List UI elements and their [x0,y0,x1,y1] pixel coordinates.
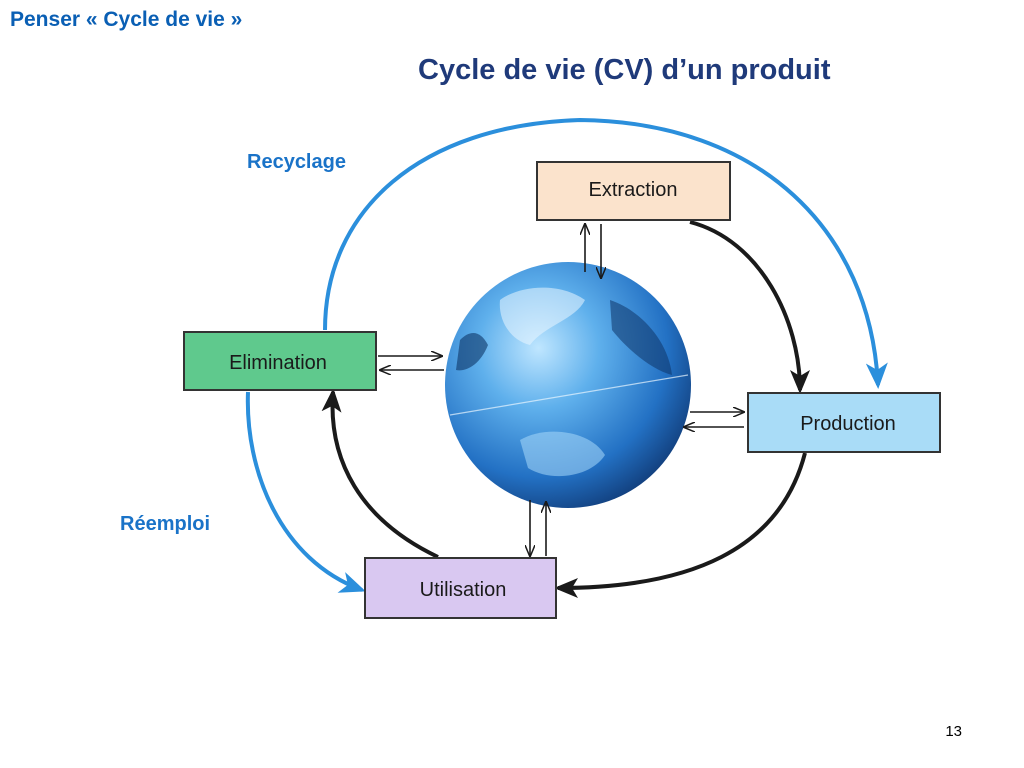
utilisation-exchange-arrows [530,500,546,556]
stage-extraction: Extraction [536,161,731,221]
utilisation-to-elimination-arrow [321,388,439,559]
recycling-label: Recyclage [247,151,346,173]
stage-utilisation: Utilisation [364,557,557,619]
stage-elimination-label: Elimination [229,352,327,374]
stage-elimination: Elimination [183,331,377,391]
production-to-utilisation-arrow [554,452,807,598]
production-exchange-arrows [684,412,744,427]
slide-heading: Penser « Cycle de vie » [10,8,243,31]
extraction-to-production-arrow [689,220,810,394]
reuse-label: Réemploi [120,513,210,535]
page-number: 13 [945,723,962,740]
stage-utilisation-label: Utilisation [420,579,507,601]
reuse-arrow [245,391,366,593]
diagram-title: Cycle de vie (CV) d’un produit [418,54,831,86]
elimination-exchange-arrows [378,356,444,370]
stage-production: Production [747,392,941,453]
earth-globe-icon [445,262,691,508]
recycling-arrow [323,117,888,389]
stage-extraction-label: Extraction [589,179,678,201]
stage-production-label: Production [800,413,896,435]
extraction-exchange-arrows [585,224,601,278]
